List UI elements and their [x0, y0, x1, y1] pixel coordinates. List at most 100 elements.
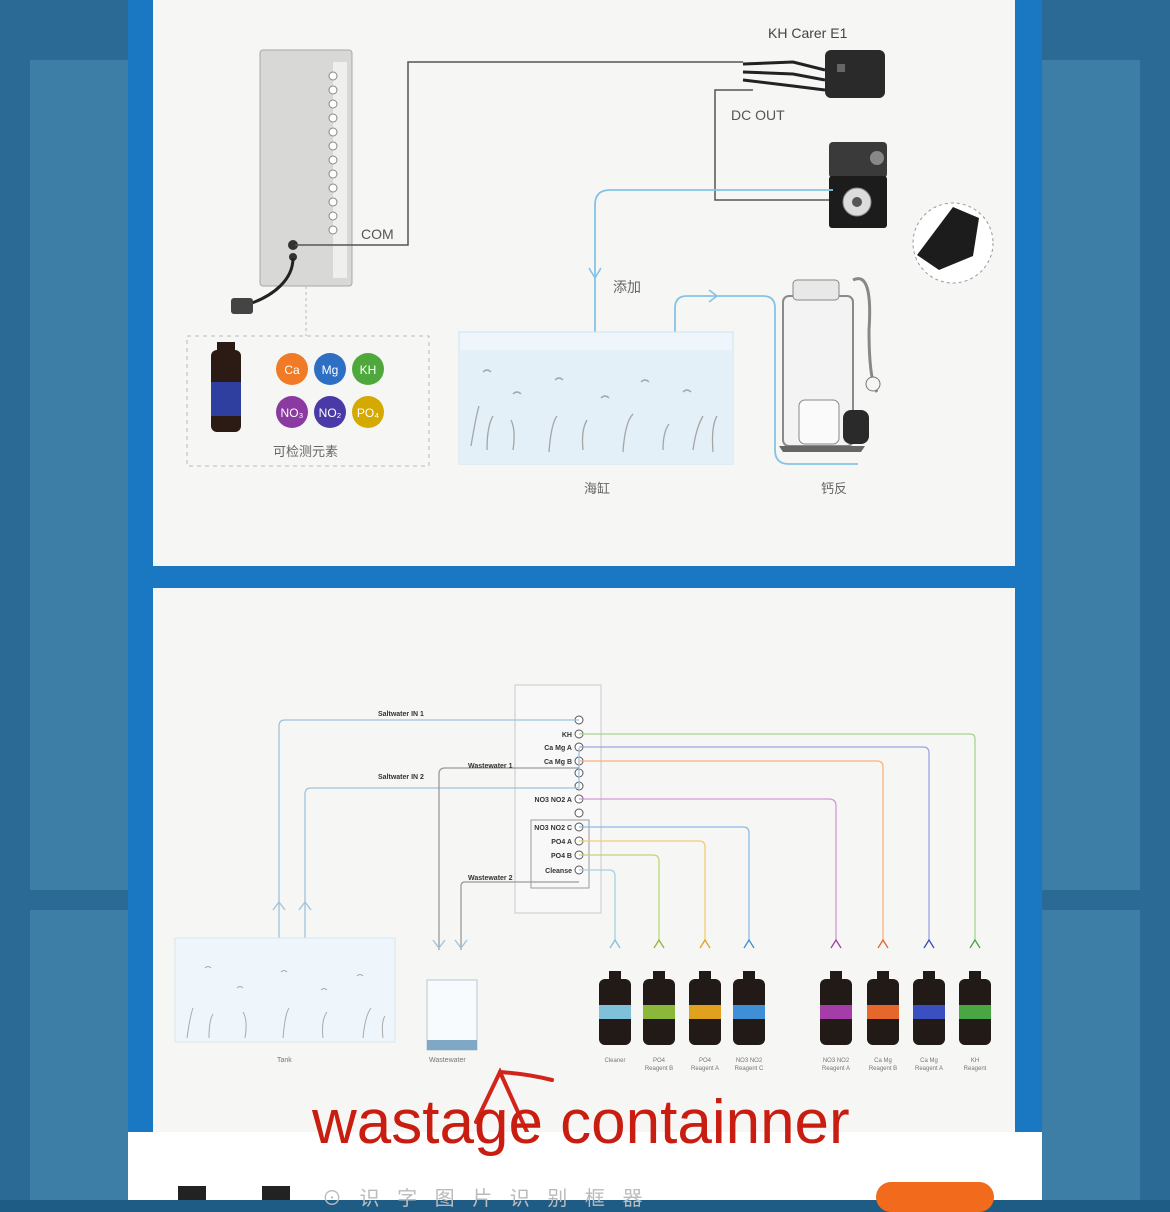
bottle-label-line2: Reagent A: [915, 1066, 943, 1072]
reactor-label: 钙反: [821, 481, 847, 496]
camg-a-line: [579, 746, 930, 940]
dc-out-line: [714, 89, 829, 201]
element-badge-no2: [314, 396, 346, 428]
saltwater-in-1-label: Saltwater IN 1: [378, 711, 424, 718]
port-camg-b: Ca Mg B: [544, 759, 572, 766]
element-badge-mg: [314, 353, 346, 385]
tank-label: 海缸: [584, 481, 610, 496]
bottle-label-line2: Reagent A: [822, 1066, 850, 1072]
bottle-label-line1: NO3 NO2: [823, 1058, 850, 1064]
element-no3-text: NO₃: [281, 406, 304, 420]
wastewater-label: Wastewater: [429, 1057, 466, 1064]
wastewater-2-label: Wastewater 2: [468, 875, 513, 882]
bottle-label-line1: NO3 NO2: [736, 1058, 763, 1064]
elements-caption: 可检测元素: [273, 444, 338, 459]
reactor-water-line: [674, 295, 858, 465]
element-badge-ca: [276, 353, 308, 385]
bottle-color-band: [643, 1005, 675, 1019]
reagent-bottle-7: KH Reagent: [959, 938, 991, 1072]
port-po4-b: PO4 B: [551, 853, 572, 860]
bottle-label-line2: Reagent B: [645, 1066, 673, 1072]
bottle-color-band: [959, 1005, 991, 1019]
analyzer-port-group: [530, 819, 590, 889]
element-badge-no3: [276, 396, 308, 428]
port-no3no2-a: NO3 NO2 A: [535, 797, 572, 804]
bottle-label-line2: Reagent: [964, 1066, 987, 1072]
device-name-label: KH Carer E1: [768, 25, 848, 41]
action-button[interactable]: [876, 1182, 994, 1212]
po4-a-line: [579, 840, 706, 940]
detectable-elements-box: [186, 335, 430, 467]
saltwater-in-2-line: [304, 748, 580, 948]
wastewater-1-line: [438, 767, 579, 950]
reagent-bottle-6: Ca Mg Reagent A: [913, 938, 945, 1072]
dosing-pump-head: [829, 142, 887, 178]
top-diagram: COM KH Carer E1 DC OUT 添加 海缸: [186, 25, 994, 496]
dc-out-label: DC OUT: [731, 107, 785, 123]
bottle-label-line1: KH: [971, 1058, 979, 1064]
reagent-bottle-5: Ca Mg Reagent B: [867, 938, 899, 1072]
bottle-label-line2: Reagent B: [869, 1066, 897, 1072]
bottle-color-band: [733, 1005, 765, 1019]
toolbar-faint-text: ⊙ 识 字 图 片 识 别 框 器: [322, 1188, 649, 1210]
bottom-diagram: KH Ca Mg A Ca Mg B NO3 NO2 A NO3 NO2 C P…: [174, 684, 991, 1072]
bottle-label-line1: PO4: [699, 1058, 712, 1064]
com-label: COM: [361, 226, 394, 242]
power-cable: [248, 257, 295, 306]
cleanse-line: [579, 869, 616, 940]
kh-line: [579, 733, 976, 940]
top-diagram-panel: COM KH Carer E1 DC OUT 添加 海缸: [153, 0, 1015, 566]
port-cleanse: Cleanse: [545, 868, 572, 875]
bottle-color-band: [913, 1005, 945, 1019]
no3no2-a-line: [579, 798, 837, 940]
bottle-label-line1: Ca Mg: [874, 1058, 892, 1064]
power-plug: [231, 298, 253, 314]
bottle-color-band: [689, 1005, 721, 1019]
wastewater-2-line: [460, 881, 579, 950]
bottle-label-line1: Cleaner: [604, 1058, 625, 1064]
po4-b-line: [579, 854, 660, 940]
reactor-pump: [843, 410, 869, 444]
wastewater-container: [426, 979, 478, 1051]
element-no2-text: NO₂: [319, 406, 342, 420]
wastewater-1-label: Wastewater 1: [468, 763, 513, 770]
element-badges: [276, 353, 384, 428]
device-cables: [742, 60, 826, 92]
element-mg-text: Mg: [322, 363, 339, 377]
element-ca-text: Ca: [284, 363, 300, 377]
bottle-label-line1: PO4: [653, 1058, 666, 1064]
element-kh-text: KH: [360, 363, 377, 377]
annotation-text: wastage containner: [312, 1088, 850, 1157]
add-label: 添加: [613, 279, 641, 295]
element-po4-text: PO₄: [357, 406, 379, 420]
qr-code-icon[interactable]: [178, 1186, 206, 1200]
port-camg-a: Ca Mg A: [544, 745, 572, 752]
add-water-line: [594, 189, 833, 354]
bottle-label-line2: Reagent A: [691, 1066, 719, 1072]
kh-carer-box: [825, 50, 885, 98]
port-po4-a: PO4 A: [551, 839, 572, 846]
bottle-color-band: [599, 1005, 631, 1019]
camg-b-line: [579, 760, 884, 940]
bottle-label-line1: Ca Mg: [920, 1058, 938, 1064]
bottom-tank: [174, 937, 396, 1043]
port-kh: KH: [562, 732, 572, 739]
com-port: [288, 240, 298, 250]
no3no2-c-line: [579, 826, 750, 940]
bottle-color-band: [820, 1005, 852, 1019]
element-badge-kh: [352, 353, 384, 385]
com-line: [295, 61, 743, 246]
power-port: [289, 253, 297, 261]
saltwater-in-1-line: [278, 719, 579, 948]
bottle-color-band: [867, 1005, 899, 1019]
scan-icon[interactable]: [262, 1186, 290, 1200]
bottom-diagram-panel: KH Ca Mg A Ca Mg B NO3 NO2 A NO3 NO2 C P…: [153, 588, 1015, 1188]
saltwater-in-2-label: Saltwater IN 2: [378, 774, 424, 781]
bottle-label-line2: Reagent C: [735, 1066, 764, 1072]
bottom-tank-label: Tank: [277, 1057, 292, 1064]
